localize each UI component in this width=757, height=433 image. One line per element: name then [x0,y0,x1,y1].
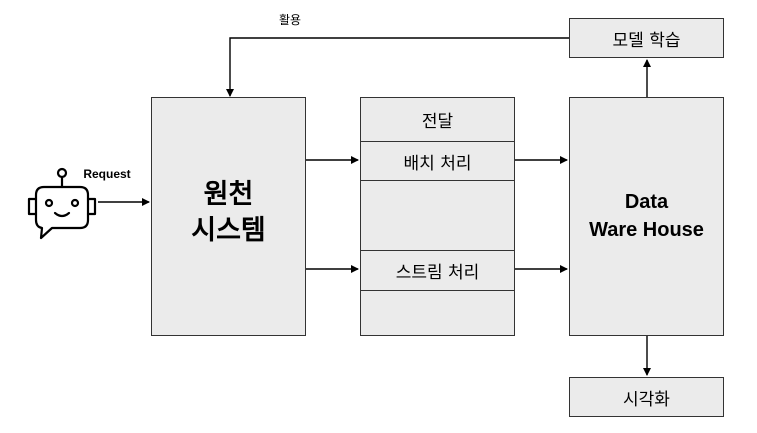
chatbot-robot-icon [27,167,97,240]
data-warehouse-box [569,97,724,336]
delivery-box [360,97,515,336]
data-warehouse-title: Data Ware House [569,180,724,252]
stream-processing-label: 스트림 처리 [395,263,480,283]
visualization-box [569,377,724,417]
data-warehouse-line2: Ware House [589,219,704,241]
source-system-title: 원천 시스템 [151,170,306,256]
visualization-label: 시각화 [623,389,670,410]
delivery-title: 전달 [421,111,454,132]
batch-processing-label: 배치 처리 [403,153,472,174]
feedback-arrow [226,37,569,97]
source-system-line2: 시스템 [191,215,266,246]
data-warehouse-line1: Data [624,191,669,213]
model-training-box [569,18,724,58]
batch-processing-box [360,141,515,181]
feedback-label: 활용 [278,12,302,27]
source-system-line1: 원천 [203,179,254,210]
model-training-label: 모델 학습 [612,30,681,51]
request-label: Request [83,167,131,181]
source-system-box [151,97,306,336]
stream-processing-box [360,250,515,291]
